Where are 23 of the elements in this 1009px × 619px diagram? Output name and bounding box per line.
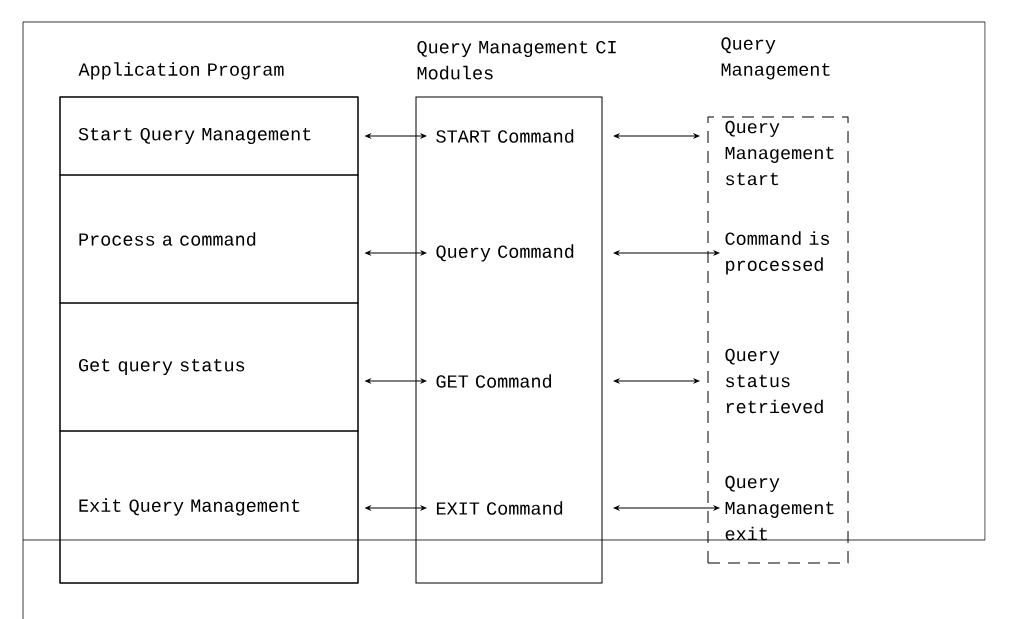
- double-arrow: [613, 378, 700, 384]
- status-text: Query Management start: [725, 120, 834, 186]
- double-arrow: [365, 505, 427, 511]
- status-text: Command is processed: [725, 231, 830, 275]
- table-cell: Exit Query Management: [59, 430, 359, 584]
- double-arrow: [613, 250, 720, 256]
- status-text: Query status retrieved: [725, 348, 823, 414]
- status-text: Query Management exit: [725, 475, 834, 541]
- table-cell: Process a command: [59, 174, 359, 304]
- module-label: START Command: [436, 129, 574, 143]
- double-arrow: [613, 505, 720, 511]
- module-label: EXIT Command: [436, 501, 563, 515]
- table-cell: Start Query Management: [59, 96, 359, 176]
- column-heading: Application Program: [78, 62, 284, 80]
- double-arrow: [613, 133, 700, 139]
- double-arrow: [365, 378, 427, 384]
- column-heading: Query Management: [721, 37, 830, 80]
- double-arrow: [365, 250, 427, 256]
- double-arrow: [365, 133, 427, 139]
- table-cell: Get query status: [59, 302, 359, 432]
- module-label: GET Command: [436, 374, 552, 388]
- column-heading: Query Management CI Modules: [417, 40, 616, 80]
- module-label: Query Command: [436, 244, 574, 262]
